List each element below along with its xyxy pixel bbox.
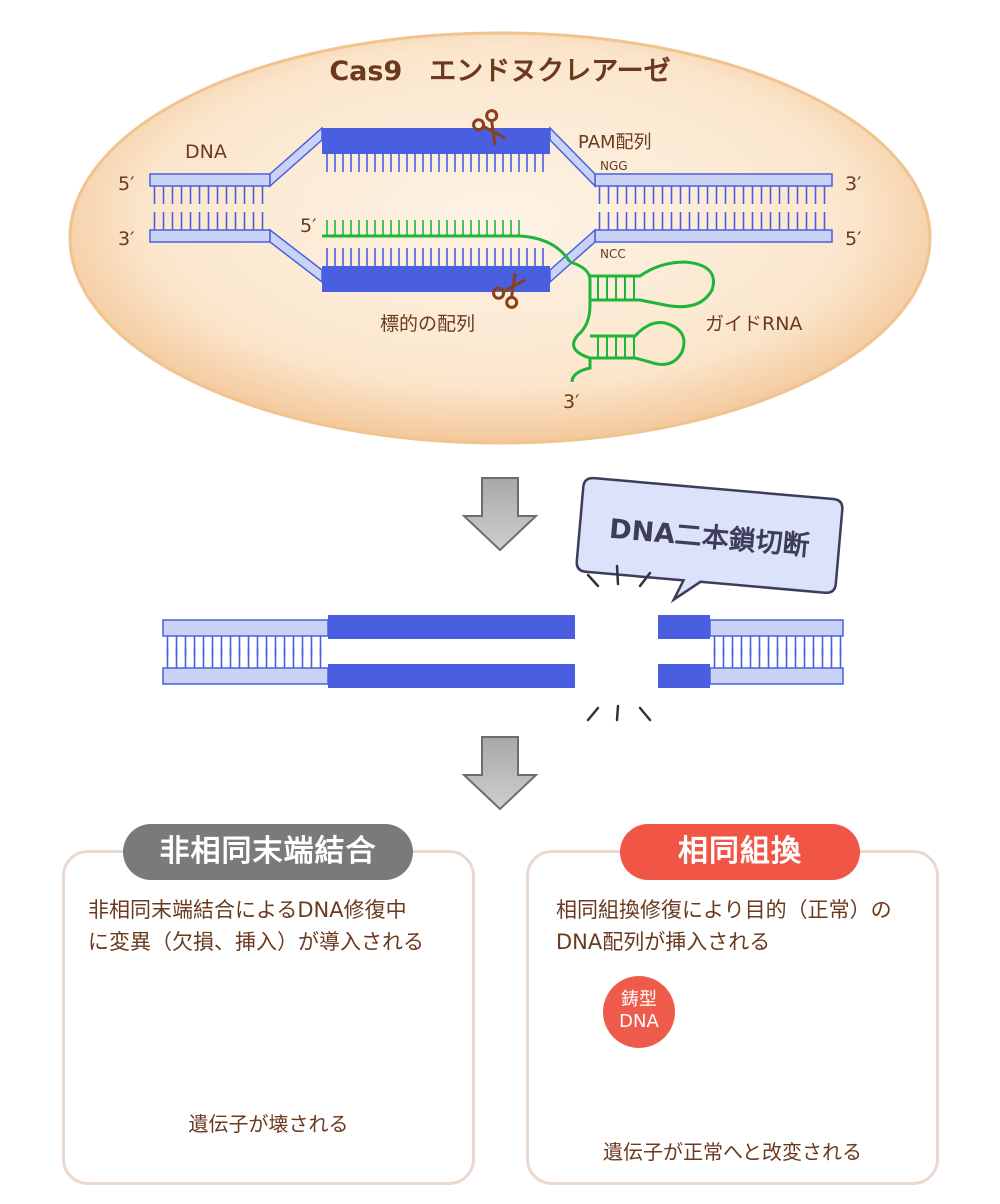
top-left-lower-strand	[149, 229, 271, 243]
three-prime-left-bottom: 3′	[118, 228, 134, 250]
target-block-lower	[322, 266, 550, 292]
hr-description-line2: DNA配列が挿入される	[556, 930, 771, 954]
cut-right-upper-dark	[658, 615, 710, 639]
break-burst-lines	[586, 564, 652, 722]
cut-right-upper-light	[709, 619, 844, 637]
hr-panel	[526, 850, 939, 1185]
hr-title: 相同組換	[620, 824, 860, 880]
top-dna-group	[149, 126, 833, 383]
guide-rna-label: ガイドRNA	[705, 313, 802, 335]
hr-description-line1: 相同組換修復により目的（正常）の	[556, 898, 892, 922]
ncc-label: NCC	[600, 247, 626, 261]
top-right-upper-strand	[594, 173, 833, 187]
dna-label: DNA	[185, 141, 227, 163]
five-prime-right-bottom: 5′	[845, 228, 861, 250]
five-prime-left-top: 5′	[118, 173, 134, 195]
nhej-caption: 遺伝子が壊される	[188, 1112, 349, 1136]
ngg-label: NGG	[600, 159, 628, 173]
hr-caption: 遺伝子が正常へと改変される	[603, 1140, 862, 1164]
cut-right-lower-light	[709, 667, 844, 685]
target-sequence-label: 標的の配列	[380, 313, 475, 335]
top-right-lower-strand	[594, 229, 833, 243]
pam-label: PAM配列	[578, 132, 652, 153]
top-left-upper-strand	[149, 173, 271, 187]
cut-left-upper-light	[162, 619, 329, 637]
three-prime-guide: 3′	[563, 391, 579, 413]
guide-rna-strand	[322, 234, 572, 263]
cut-left-upper-dark	[328, 615, 575, 639]
cut-left-lower-dark	[328, 664, 575, 688]
five-prime-guide: 5′	[300, 215, 316, 237]
guide-rna-hairpin-1	[590, 260, 715, 309]
scissors-icon	[472, 109, 506, 146]
target-block-upper	[322, 128, 550, 154]
guide-rna-hairpin-2	[590, 321, 686, 366]
nhej-description-line1: 非相同末端結合によるDNA修復中	[88, 898, 407, 922]
guide-rna-backbone	[569, 260, 592, 383]
cas9-title: Cas9 エンドヌクレアーゼ	[329, 56, 670, 87]
down-arrow-icon	[461, 736, 539, 811]
three-prime-right-top: 3′	[845, 173, 861, 195]
template-dna-line1: 鋳型	[621, 989, 657, 1010]
dna-cut-bubble: DNA二本鎖切断	[575, 476, 844, 604]
template-dna-badge: 鋳型 DNA	[603, 976, 675, 1048]
down-arrow-icon	[461, 477, 539, 552]
cut-dna-group	[162, 615, 844, 688]
nhej-panel	[62, 850, 475, 1185]
scissors-icon	[492, 272, 526, 309]
nhej-title: 非相同末端結合	[123, 824, 413, 880]
cas9-oval	[68, 31, 932, 445]
cut-right-lower-dark	[658, 664, 710, 688]
nhej-description-line2: に変異（欠損、挿入）が導入される	[88, 930, 424, 954]
template-dna-line2: DNA	[619, 1011, 659, 1032]
cut-left-lower-light	[162, 667, 329, 685]
